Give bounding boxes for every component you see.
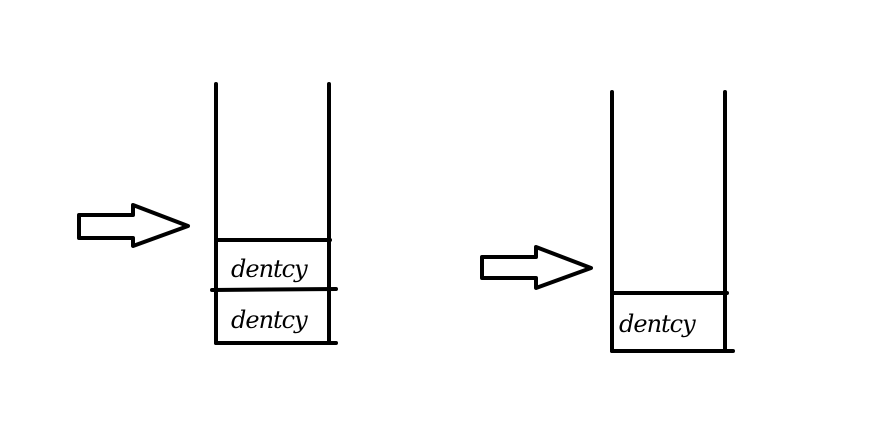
right-arrow-icon bbox=[77, 203, 190, 248]
right-arrow-icon bbox=[480, 245, 593, 290]
stack-right-cell-1-label: dentcy bbox=[619, 310, 696, 338]
stack-left bbox=[210, 82, 338, 345]
stack-right bbox=[610, 90, 735, 353]
stack-left-cell-1-label: dentcy bbox=[231, 255, 308, 283]
stack-left-cell-2-label: dentcy bbox=[231, 306, 308, 334]
stack-left-middle-divider bbox=[210, 287, 338, 292]
